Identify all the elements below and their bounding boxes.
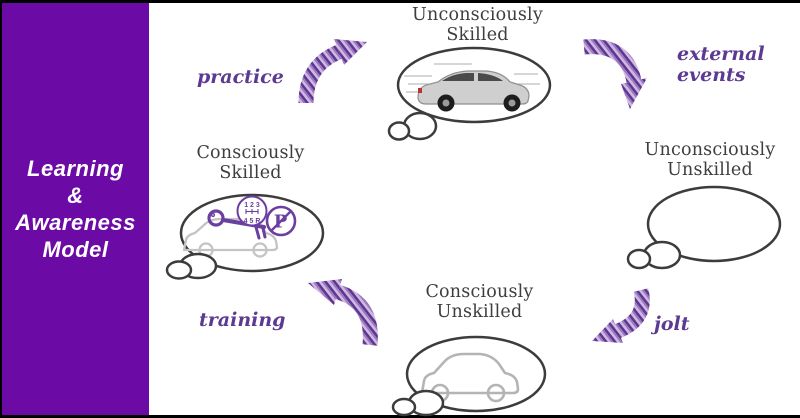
stage-title-unconsciously-skilled: Unconsciously Skilled: [385, 5, 570, 45]
speeding-car-icon: [404, 63, 540, 112]
stage-title-unconsciously-unskilled: Unconsciously Unskilled: [635, 140, 785, 180]
stage-title-line: Unconsciously: [644, 140, 776, 160]
gear-shift-icon: 1 2 3 4 5 R: [236, 195, 268, 227]
no-parking-icon: P: [265, 205, 297, 237]
sidebar-title-line-2: &: [67, 183, 84, 208]
label-training: training: [199, 309, 286, 331]
stage-title-line: Unconsciously: [412, 5, 543, 25]
practice-arrow-icon: [298, 39, 367, 104]
thought-bubble-unconsciously-skilled: [387, 46, 552, 141]
bubble-tail-small: [387, 121, 411, 141]
label-external-events: external events: [677, 44, 765, 86]
frame-top-bar: [0, 0, 800, 3]
sidebar: Learning & Awareness Model: [2, 3, 149, 415]
stage-title-line: Consciously: [196, 143, 305, 163]
sidebar-title-line-1: Learning: [27, 156, 124, 181]
stage-title-consciously-skilled: Consciously Skilled: [178, 143, 323, 183]
svg-text:4 5 R: 4 5 R: [244, 218, 261, 225]
sidebar-title-line-3: Awareness: [15, 210, 136, 235]
thought-bubble-unconsciously-unskilled: [626, 185, 782, 270]
jolt-arrow-icon: [592, 288, 650, 343]
label-practice: practice: [197, 66, 284, 88]
frame-bottom-bar: [0, 415, 800, 418]
svg-text:1 2 3: 1 2 3: [244, 202, 260, 209]
stage-title-consciously-unskilled: Consciously Unskilled: [402, 282, 557, 322]
bubble-tail-small: [391, 397, 417, 417]
label-external-line: events: [677, 64, 746, 86]
external-events-arrow-icon: [583, 39, 647, 109]
frame-left-bar: [0, 0, 2, 418]
stage-title-line: Unskilled: [436, 301, 523, 322]
label-jolt: jolt: [654, 313, 690, 335]
thought-bubble-consciously-unskilled: [391, 335, 547, 417]
bubble-tail-small: [165, 260, 193, 280]
bubble-tail-small: [626, 248, 652, 270]
stage-title-line: Skilled: [219, 162, 282, 183]
car-key-icon: [207, 209, 267, 240]
training-arrow-icon: [308, 279, 378, 346]
stage-title-line: Unskilled: [667, 159, 753, 180]
sidebar-title-line-4: Model: [42, 237, 109, 262]
stage-title-line: Consciously: [425, 282, 534, 302]
thought-bubble-consciously-skilled: 1 2 3 4 5 R P: [165, 193, 325, 280]
stage-title-line: Skilled: [446, 24, 509, 45]
label-external-line: external: [677, 43, 765, 65]
